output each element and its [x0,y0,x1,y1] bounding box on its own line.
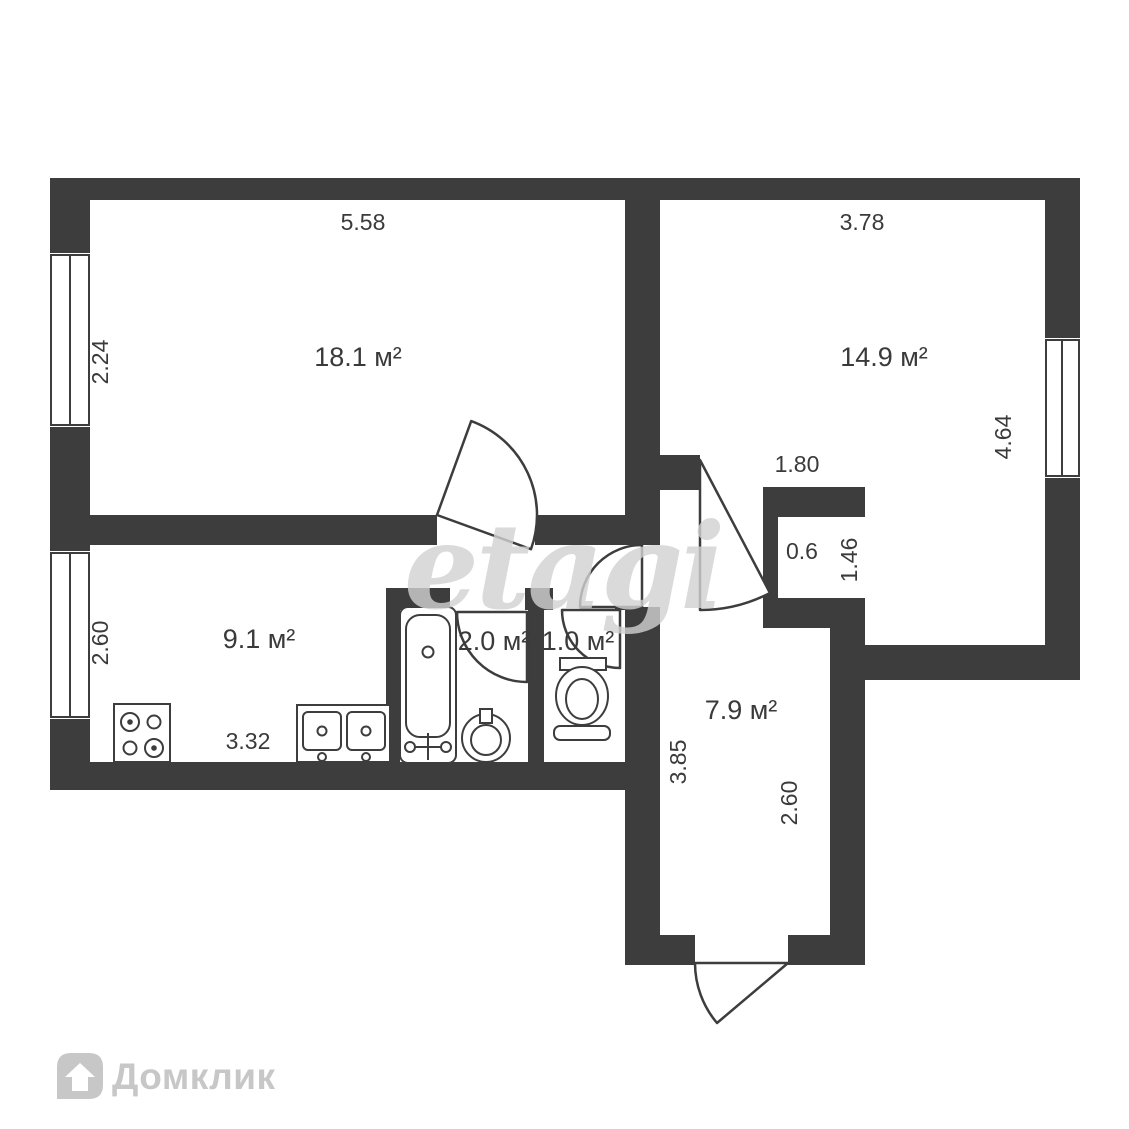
window-bedroom [1045,339,1080,477]
wall-corridor-stub [660,455,700,490]
area-label-bedroom: 14.9 м² [840,342,928,372]
door-swing-bath [455,610,529,684]
dim-niche-side: 1.46 [836,538,862,583]
basin-tap [479,708,493,724]
wall-mid-horizontal [90,515,660,545]
door-swing-living [435,419,539,551]
wall-corridor-left [625,607,660,965]
bathtub-icon [399,606,457,764]
basin-inner [470,724,502,756]
door-opening-bath [450,588,525,610]
wall-niche-bottom [763,598,865,628]
door-swing-hall [578,543,644,609]
wall-bath-wc-divider [528,598,544,762]
sink-drain [360,725,372,737]
dim-bedroom-height: 4.64 [990,414,1016,459]
wall-corridor-right [830,680,865,965]
dim-bedroom-width: 3.78 [840,209,885,235]
area-label-hall: 7.9 м² [705,695,778,725]
bathtub-tap [404,741,416,753]
wall-top [50,178,1080,200]
door-swing-bedroom [698,458,772,612]
stove-burner-dot [151,745,157,751]
wall-center-vertical [625,200,660,515]
dim-kitchen-height: 2.60 [87,621,113,666]
stove-burner [122,740,138,756]
domclick-logo-house [65,1063,95,1091]
window-living [50,254,90,426]
toilet-bowl-inner [565,678,599,720]
door-swing-wc [560,608,622,670]
dim-living-height: 2.24 [87,339,113,384]
area-label-bath: 2.0 м² [458,626,531,656]
fixtures [113,606,611,764]
bathtub-drain [421,645,435,659]
windows [50,254,1080,718]
stove-burner [146,714,162,730]
bathtub-tap [440,741,452,753]
wall-bottom-left [50,762,660,790]
wall-bedroom-bottom [830,645,1080,680]
washbasin-icon [461,708,511,763]
domclick-logo: Домклик [57,1053,276,1099]
watermark-etagi: etagi [404,497,722,636]
doors [435,419,790,1025]
window-kitchen [50,552,90,718]
wall-bedroom-left-lower [830,628,865,680]
stove-icon [113,703,171,763]
toilet-base [553,725,611,741]
dim-kitchen-width: 3.32 [226,728,271,754]
area-label-kitchen: 9.1 м² [223,624,296,654]
door-swing-entrance [693,961,790,1025]
toilet-icon [553,657,611,741]
area-label-living: 18.1 м² [314,342,402,372]
dim-living-width: 5.58 [341,209,386,235]
sink-tap [317,752,327,762]
door-opening-entrance [695,935,788,965]
dim-hall-height: 3.85 [665,740,691,785]
area-label-wc: 1.0 м² [542,626,615,656]
stove-burner-dot [127,719,133,725]
wall-niche-top [763,487,865,517]
sink-tap [361,752,371,762]
sink-drain [316,725,328,737]
dim-hall-top-width: 1.80 [775,451,820,477]
kitchen-sink-icon [296,704,391,763]
wall-niche-left [763,517,778,598]
dim-hall-right-height: 2.60 [776,781,802,826]
labels: 5.58 3.78 2.24 4.64 2.60 1.46 3.85 2.60 … [87,209,1016,825]
area-label-niche: 0.6 [786,538,818,564]
domclick-logo-text: Домклик [112,1056,276,1097]
